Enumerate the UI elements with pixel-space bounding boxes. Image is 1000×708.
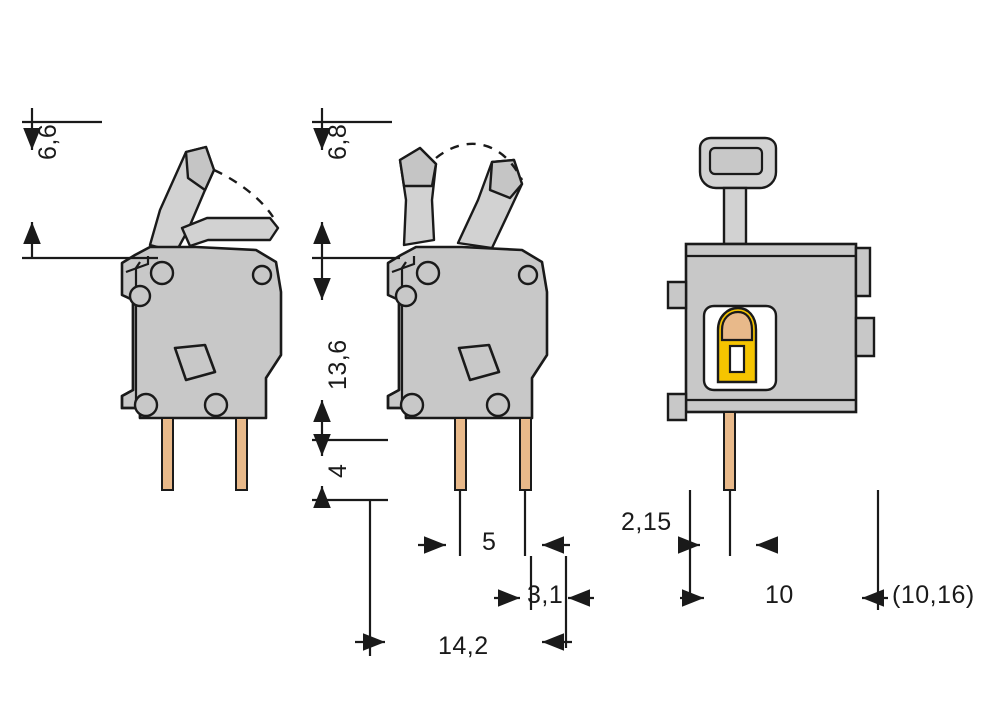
dim-14-2 <box>355 500 572 656</box>
dim-6-8 <box>312 108 400 260</box>
dim-2-15 <box>678 490 778 600</box>
center-view <box>386 142 549 491</box>
center-view-pins <box>454 417 532 491</box>
center-view-levers <box>398 142 524 250</box>
dim-label-13-6: 13,6 <box>324 339 352 390</box>
right-view-pin <box>723 411 736 491</box>
dim-label-5: 5 <box>482 528 497 556</box>
dim-label-2-15: 2,15 <box>621 508 672 536</box>
right-view-body <box>666 242 876 422</box>
dim-5 <box>418 490 570 556</box>
left-view-pins <box>161 417 248 491</box>
left-view <box>120 145 283 491</box>
right-view <box>666 136 876 491</box>
dim-label-3-1: 3,1 <box>527 581 564 609</box>
dim-label-6-6: 6,6 <box>34 123 62 160</box>
dim-label-10: 10 <box>765 581 794 609</box>
dim-label-10-16: (10,16) <box>892 581 975 609</box>
left-view-lever <box>148 145 280 254</box>
dim-label-14-2: 14,2 <box>438 632 489 660</box>
center-view-body <box>386 245 549 420</box>
dim-6-6 <box>22 108 158 260</box>
dim-label-4: 4 <box>324 463 352 478</box>
left-view-body <box>120 245 283 420</box>
dimension-lines <box>22 108 888 656</box>
dim-label-6-8: 6,8 <box>324 123 352 160</box>
dim-10-1016 <box>680 490 888 610</box>
dim-3-1 <box>494 556 594 648</box>
right-view-lever-handle <box>698 136 778 246</box>
dim-4 <box>312 434 388 508</box>
